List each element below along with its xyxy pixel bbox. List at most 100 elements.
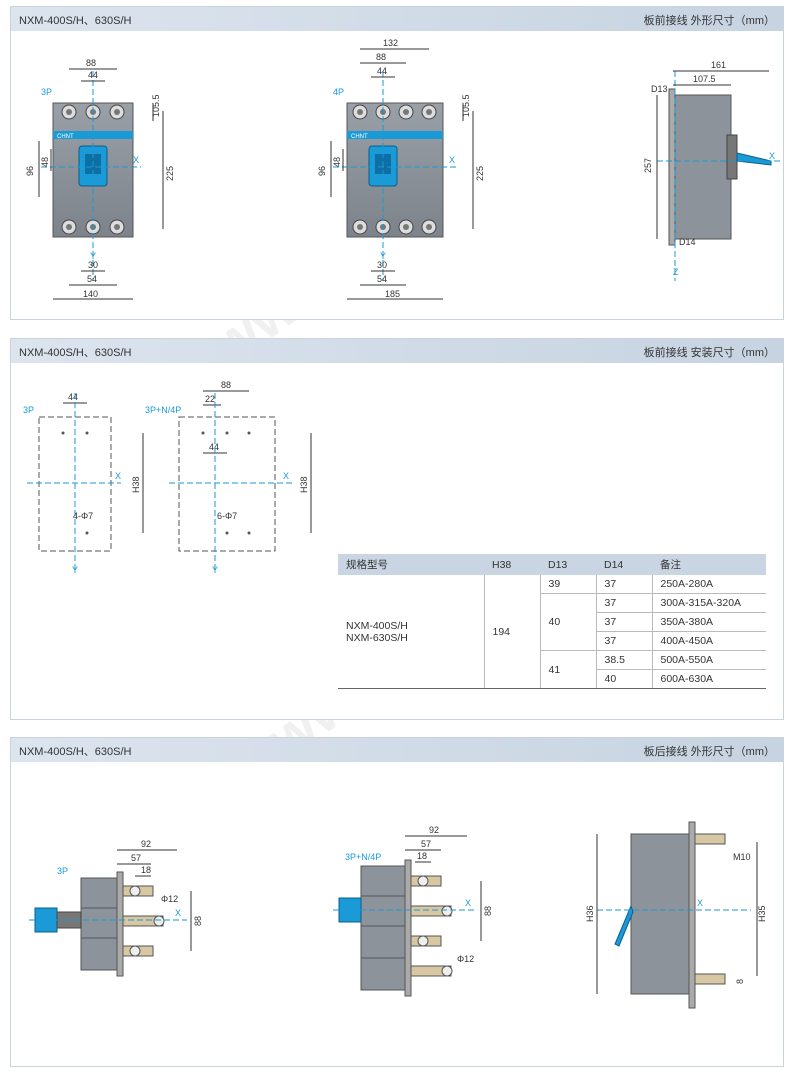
rear-label-4p: 3P+N/4P <box>345 852 381 862</box>
axis-x-label-4p: X <box>449 155 455 165</box>
cell-model: NXM-400S/H NXM-630S/H <box>338 575 484 689</box>
terminals-top-3p <box>61 104 125 120</box>
dim-96: 96 <box>25 166 35 176</box>
side-handle <box>736 152 772 166</box>
cell-d14: 37 <box>595 593 652 613</box>
rear-side-axis-x: X <box>697 898 703 908</box>
table-row: 40 37 300A-315A-320A <box>338 593 766 651</box>
mount-hole-3p: 4-Φ7 <box>73 511 93 521</box>
th-h38: H38 <box>484 554 540 575</box>
mount-dim-h38: H38 <box>131 476 141 493</box>
panel-title: NXM-400S/H、630S/H <box>19 15 132 27</box>
th-note: 备注 <box>652 554 766 575</box>
brand-band-4p <box>347 131 443 139</box>
dim-d13: D13 <box>651 84 668 94</box>
mounting-drawing: 3P 44 X Y H38 4-Φ7 3P+N/4P 88 22 44 X <box>23 380 312 575</box>
rear-label-3p: 3P <box>57 866 68 876</box>
mount-dim-22: 22 <box>205 394 215 404</box>
panel-rear-outline: NXM-400S/H、630S/H 板后接线 外形尺寸（mm） 3P X 92 … <box>10 737 784 1067</box>
cell-note: 500A-550A <box>651 650 766 670</box>
dim-185: 185 <box>385 289 400 299</box>
cell-d13: 39 <box>539 575 596 594</box>
dim-54: 54 <box>87 274 97 284</box>
front-outline-drawing: 3P CHNT X Y 88 44 <box>25 38 781 300</box>
table-row: 40 600A-630A <box>338 669 766 689</box>
label-3p: 3P <box>41 87 52 97</box>
axis-z-label: Z <box>673 267 679 277</box>
dim-44: 44 <box>88 70 98 80</box>
panel-front-outline: NXM-400S/H、630S/H 板前接线 外形尺寸（mm） 3P CHNT <box>10 6 784 320</box>
front-view-4p: 4P CHNT X Y 132 <box>317 38 485 300</box>
mount-axis-y-4p: Y <box>212 565 218 575</box>
panel-subtitle-3: 板后接线 外形尺寸（mm） <box>643 746 775 758</box>
side-view: X Z 161 107.5 D13 257 D14 <box>643 60 781 281</box>
rear-dim-88: 88 <box>193 916 203 926</box>
table-row: 37 350A-380A <box>338 612 766 632</box>
dim-30: 30 <box>88 260 98 270</box>
mount-label-4p: 3P+N/4P <box>145 405 181 415</box>
model-b: NXM-630S/H <box>346 631 408 644</box>
dim-88: 88 <box>86 58 96 68</box>
dim-105-4p: 105.5 <box>461 94 471 117</box>
panel-header-2: NXM-400S/H、630S/H 板前接线 安装尺寸（mm） <box>11 339 783 363</box>
mount-3p: 3P 44 X Y H38 4-Φ7 <box>23 392 144 575</box>
terminals-top-4p <box>352 104 437 120</box>
panel-header-3: NXM-400S/H、630S/H 板后接线 外形尺寸（mm） <box>11 738 783 762</box>
brand-logo: CHNT <box>57 134 74 140</box>
mount-axis-x-4p: X <box>283 471 289 481</box>
dim-107: 107.5 <box>693 74 716 84</box>
axis-y-label-4p: Y <box>380 251 386 261</box>
rear-dim-h35: H35 <box>757 905 767 922</box>
mount-dim-44b: 44 <box>209 442 219 452</box>
panel-title-2: NXM-400S/H、630S/H <box>19 347 132 359</box>
mount-dim-h38-4p: H38 <box>299 476 309 493</box>
cell-note: 300A-315A-320A <box>651 593 766 613</box>
brand-logo-4p: CHNT <box>351 134 368 140</box>
dim-225-4p: 225 <box>475 166 485 181</box>
cell-note: 350A-380A <box>651 612 766 632</box>
table-row: NXM-400S/H NXM-630S/H 194 39 37 250A-280… <box>338 575 766 689</box>
axis-x-label-side: X <box>769 151 775 161</box>
mount-4p: 3P+N/4P 88 22 44 X Y H38 6-Φ7 <box>145 380 312 575</box>
cell-d13: 41 <box>539 650 596 689</box>
rear-view-4p: 3P+N/4P X 92 57 18 Φ12 88 <box>333 825 493 997</box>
panel-subtitle: 板前接线 外形尺寸（mm） <box>643 15 775 27</box>
table-row: 37 400A-450A <box>338 631 766 651</box>
dim-132: 132 <box>383 38 398 48</box>
mount-axis-y: Y <box>72 565 78 575</box>
mounting-plate <box>668 88 676 246</box>
panel-title-3: NXM-400S/H、630S/H <box>19 746 132 758</box>
rear-dim-18-4p: 18 <box>417 851 427 861</box>
axis-y-label: Y <box>90 251 96 261</box>
dim-257: 257 <box>643 158 653 173</box>
mount-axis-x: X <box>115 471 121 481</box>
rear-axis-x-4p: X <box>465 898 471 908</box>
model-a: NXM-400S/H <box>346 619 408 632</box>
dim-48: 48 <box>40 157 50 167</box>
mount-dim-88: 88 <box>221 380 231 390</box>
rear-dim-57: 57 <box>131 853 141 863</box>
cell-d14: 40 <box>595 669 652 689</box>
rear-axis-x-3p: X <box>175 908 181 918</box>
dim-48-4p: 48 <box>332 157 342 167</box>
rear-dim-phi12-4p: Φ12 <box>457 954 474 964</box>
cell-note: 600A-630A <box>651 669 766 689</box>
dim-30-4p: 30 <box>377 260 387 270</box>
rear-dim-8: 8 <box>735 979 745 984</box>
side-body <box>672 94 732 240</box>
rear-dim-92: 92 <box>141 839 151 849</box>
cell-d14: 37 <box>595 575 652 594</box>
dim-225: 225 <box>165 166 175 181</box>
cell-h38: 194 <box>483 575 540 689</box>
mount-hole-4p: 6-Φ7 <box>217 511 237 521</box>
rear-outline-drawing: 3P X 92 57 18 Φ12 88 3P+N/4P <box>29 821 767 1009</box>
dim-161: 161 <box>711 60 726 70</box>
dim-105: 105.5 <box>151 94 161 117</box>
dim-d14: D14 <box>679 237 696 247</box>
rear-dim-88-4p: 88 <box>483 906 493 916</box>
rear-dim-phi12: Φ12 <box>161 894 178 904</box>
dim-96-4p: 96 <box>317 166 327 176</box>
dim-88-4p: 88 <box>376 52 386 62</box>
label-4p: 4P <box>333 87 344 97</box>
rear-dim-18: 18 <box>141 865 151 875</box>
